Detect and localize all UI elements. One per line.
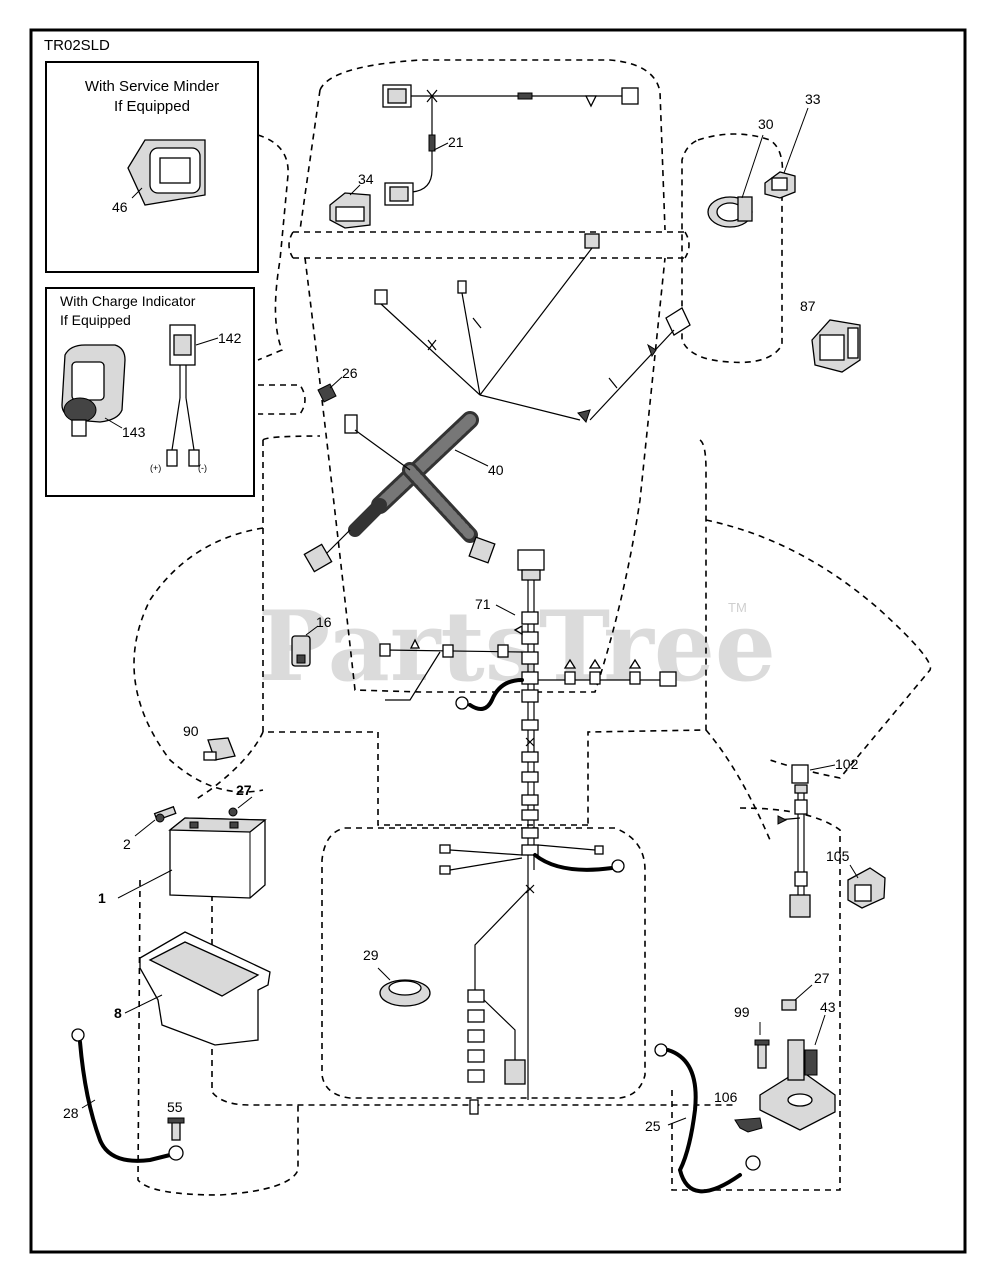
callout-21: 21 [448, 134, 464, 150]
callout-16: 16 [316, 614, 332, 630]
diagram-frame [29, 28, 967, 1254]
callout-27-mount: 27 [814, 970, 830, 986]
switch-87 [811, 319, 861, 373]
watermark: PartsTree [258, 590, 776, 703]
callout-105: 105 [826, 848, 850, 864]
callout-33: 33 [805, 91, 821, 107]
bolt-55 [167, 1117, 185, 1141]
callout-90: 90 [183, 723, 199, 739]
callout-27-battery: 27 [236, 782, 252, 798]
callout-8: 8 [114, 1005, 122, 1021]
service-minder-part [127, 139, 206, 206]
charge-indicator-subtitle: If Equipped [60, 312, 131, 328]
callout-2: 2 [123, 836, 131, 852]
callout-87: 87 [800, 298, 816, 314]
diagram-code: TR02SLD [44, 37, 110, 54]
callout-26: 26 [342, 365, 358, 381]
callout-28: 28 [63, 1105, 79, 1121]
harness-102 [777, 764, 811, 918]
battery-cable-28 [71, 1028, 184, 1163]
callout-46: 46 [112, 199, 128, 215]
nut-27-mount [781, 999, 797, 1011]
tractor-outline [133, 59, 932, 1196]
chassis-harness-71 [379, 549, 677, 1115]
callout-43: 43 [820, 999, 836, 1015]
callout-102: 102 [835, 756, 859, 772]
callout-143: 143 [122, 424, 146, 440]
negative-terminal-label: (-) [198, 463, 207, 473]
main-harness-40 [303, 233, 691, 573]
ignition-switch-30 [707, 196, 753, 228]
battery-cable-25 [654, 1043, 761, 1194]
clip-106 [734, 1117, 763, 1133]
switch-16 [291, 635, 311, 667]
callout-25: 25 [645, 1118, 661, 1134]
service-minder-title: With Service Minder [85, 78, 219, 95]
bolt-99 [754, 1039, 770, 1069]
battery-1 [168, 817, 267, 899]
part-90 [203, 737, 236, 761]
callout-1: 1 [98, 890, 106, 906]
callout-34: 34 [358, 171, 374, 187]
positive-terminal-label: (+) [150, 463, 161, 473]
solenoid-105 [847, 867, 886, 909]
charge-indicator-inset: With Charge Indicator If Equipped 143 14… [45, 287, 255, 497]
callout-71: 71 [475, 596, 491, 612]
service-minder-subtitle: If Equipped [114, 98, 190, 115]
connector-33 [764, 171, 796, 199]
dash-harness-21 [382, 84, 639, 206]
charge-indicator-gauge [61, 344, 126, 437]
service-minder-inset: With Service Minder If Equipped 46 [45, 61, 259, 273]
switch-34 [329, 192, 371, 229]
callout-29: 29 [363, 947, 379, 963]
callout-142: 142 [218, 330, 242, 346]
callout-55: 55 [167, 1099, 183, 1115]
part-26 [317, 383, 337, 403]
battery-tray-8 [139, 931, 271, 1046]
part-29 [379, 979, 431, 1007]
charge-indicator-harness [166, 324, 200, 467]
bolt-2 [153, 805, 177, 823]
nut-27-battery [228, 807, 238, 817]
callout-106: 106 [714, 1089, 738, 1105]
callout-40: 40 [488, 462, 504, 478]
charge-indicator-title: With Charge Indicator [60, 293, 196, 309]
mount-43 [759, 1039, 836, 1131]
watermark-tm: TM [728, 600, 747, 615]
callout-30: 30 [758, 116, 774, 132]
callout-99: 99 [734, 1004, 750, 1020]
